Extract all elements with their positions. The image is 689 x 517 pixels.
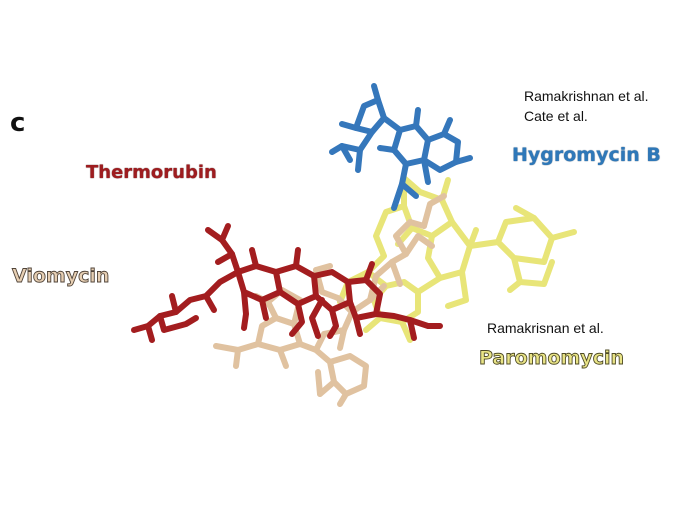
hygromycin-b-structure: [329, 83, 473, 211]
hygromycin-b-label: Hygromycin B: [512, 144, 661, 166]
hygromycin-citation-2: Cate et al.: [524, 108, 588, 124]
hygromycin-citation-1: Ramakrishnan et al.: [524, 88, 649, 104]
viomycin-label: Viomycin: [12, 265, 110, 288]
panel-label: c: [10, 108, 26, 138]
thermorubin-label: Thermorubin: [86, 162, 217, 183]
viomycin-structure: [213, 193, 447, 407]
paromomycin-citation: Ramakrisnan et al.: [487, 320, 604, 336]
paromomycin-label: Paromomycin: [479, 347, 625, 370]
thermorubin-structure: [131, 223, 443, 343]
